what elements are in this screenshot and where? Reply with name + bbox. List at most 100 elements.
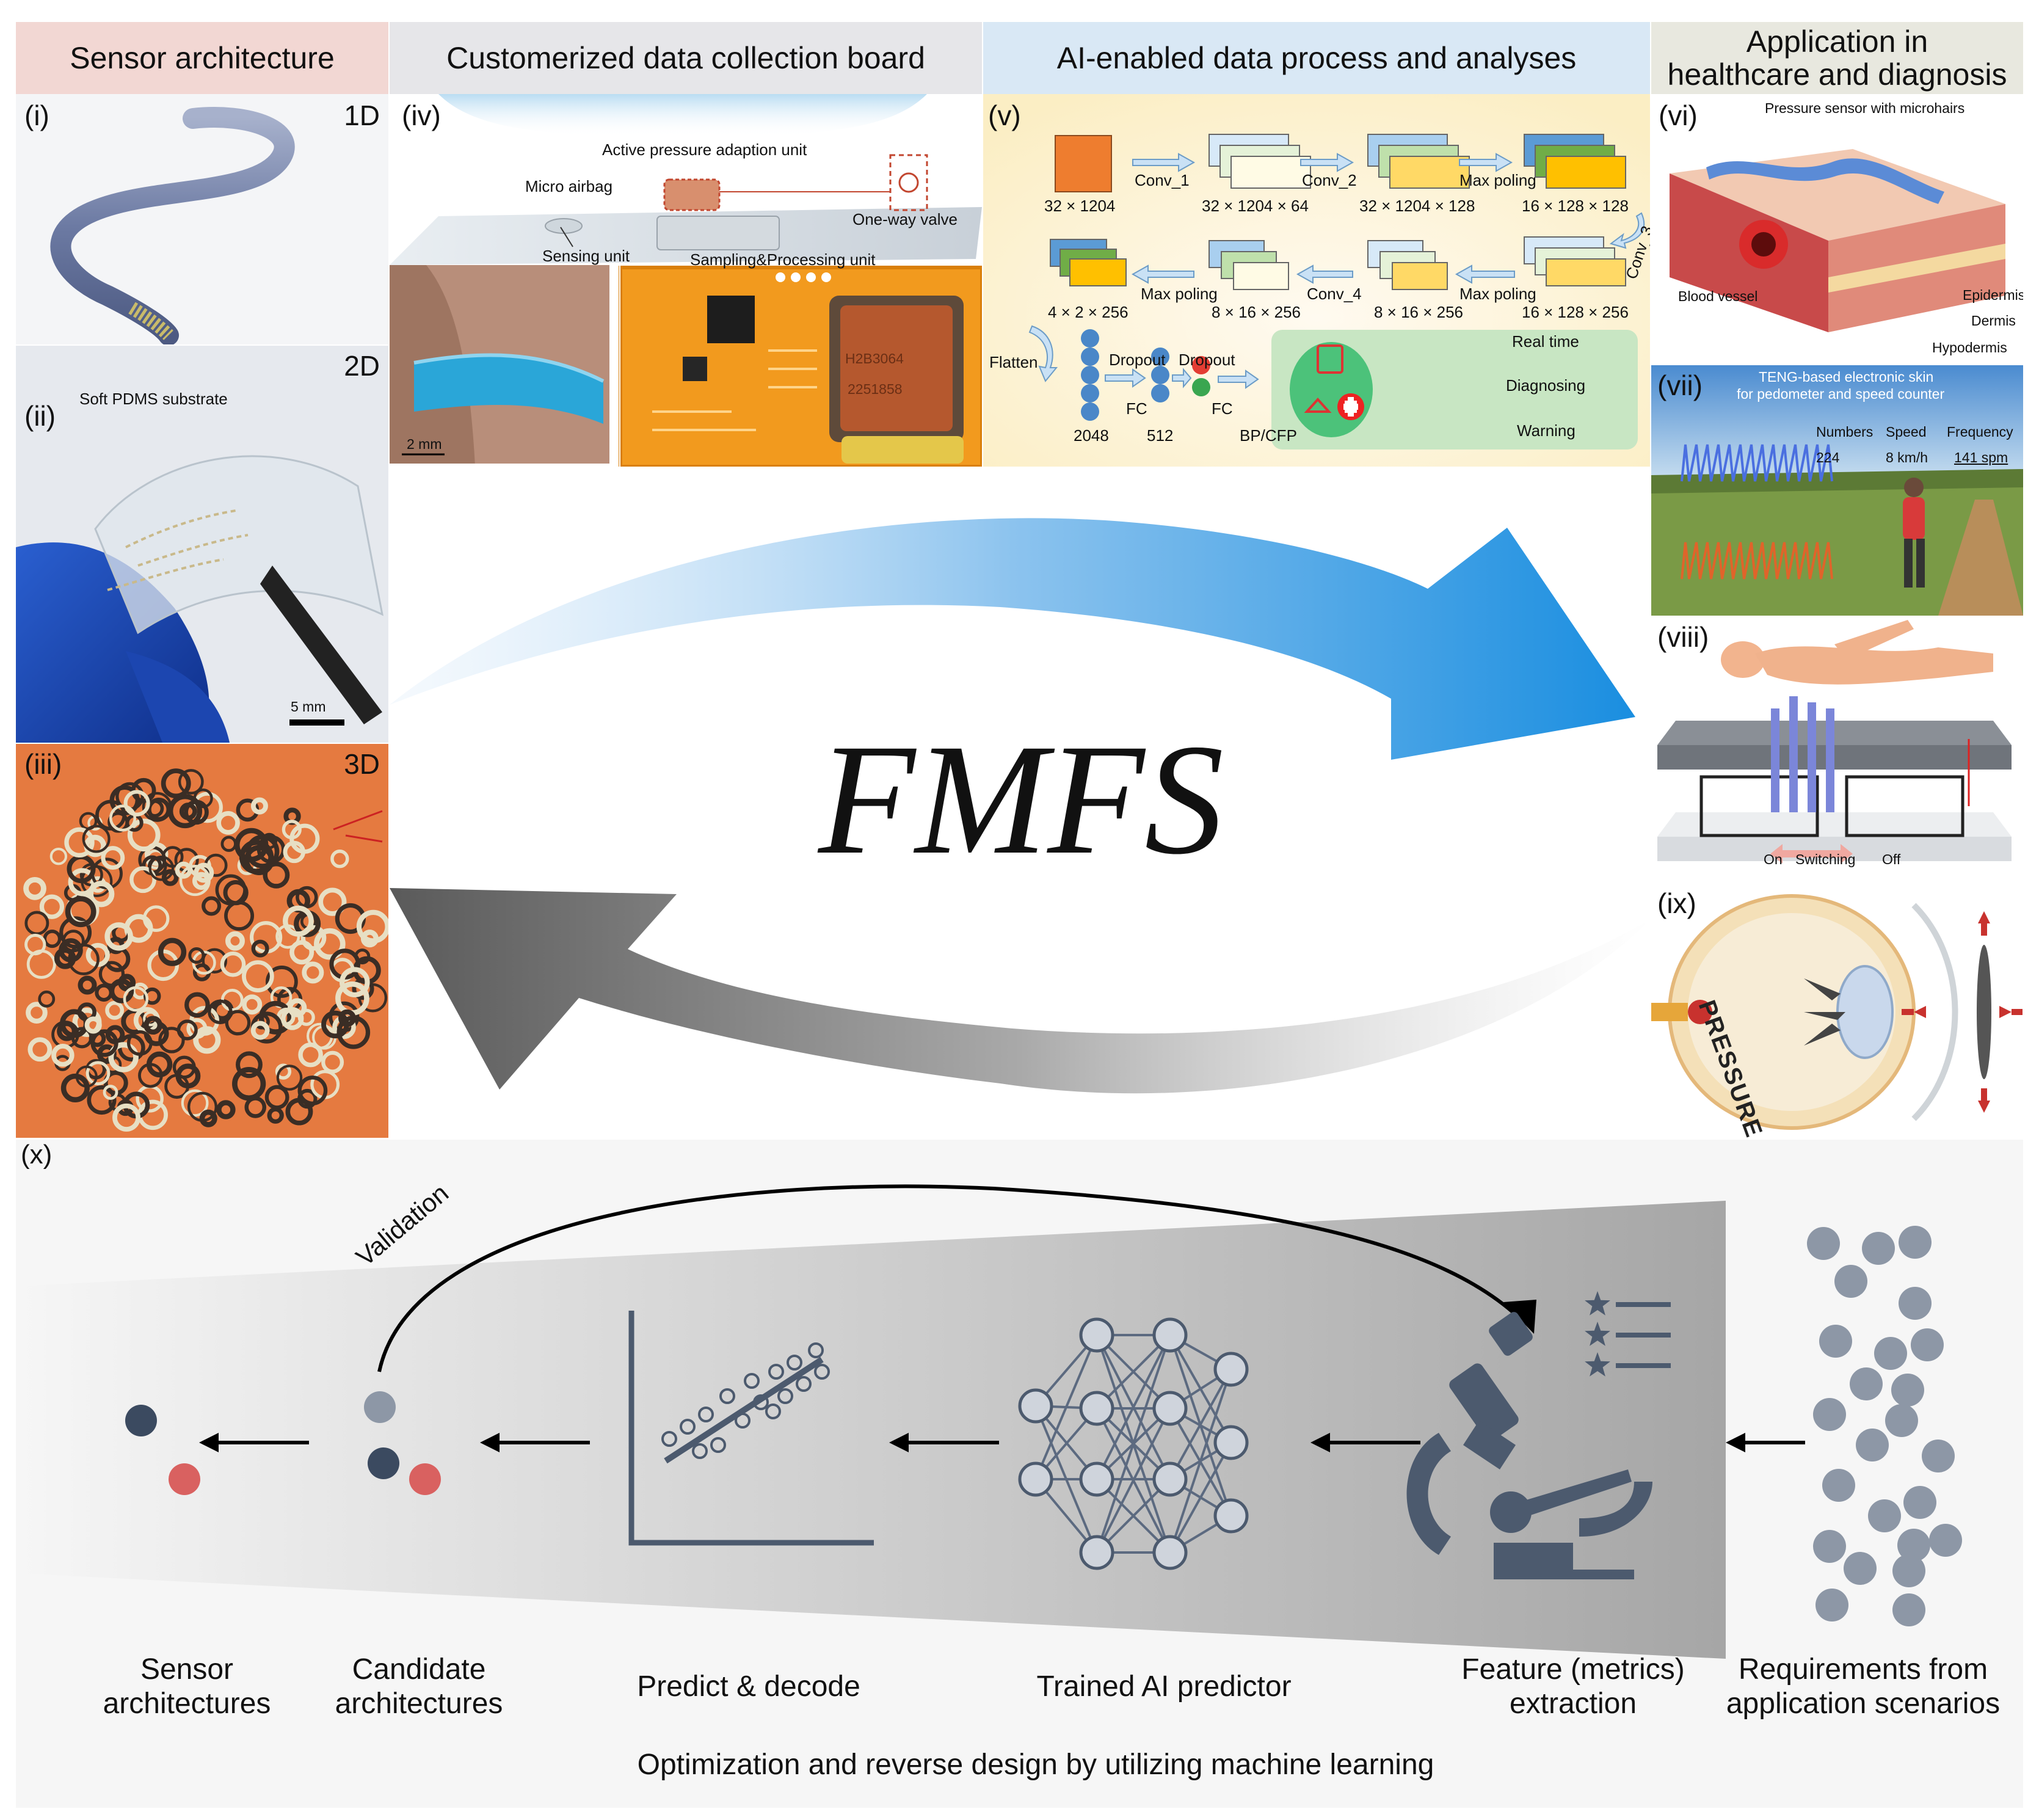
porous-unit (297, 1076, 328, 1105)
ml-caption: Optimization and reverse design by utili… (637, 1749, 1434, 1781)
porous-unit (87, 1085, 117, 1115)
porous-unit (215, 874, 247, 906)
nn-node (1213, 1352, 1249, 1387)
requirement-dot (1850, 1367, 1883, 1400)
fc-label-1: FC (1126, 399, 1147, 418)
porous-unit (192, 872, 211, 890)
porous-unit (225, 1010, 251, 1036)
nn-node (1213, 1425, 1249, 1460)
requirement-dot (1868, 1499, 1901, 1532)
panel-ii-label: (ii) (24, 400, 56, 432)
candidate-architectures-line1: Candidate (352, 1653, 486, 1686)
porous-unit (176, 1019, 198, 1041)
blue-signal-trace (1681, 444, 1833, 482)
requirements-label: Requirements from application scenarios (1707, 1653, 2019, 1720)
blue-cycle-arrow (390, 518, 1635, 760)
porous-unit (54, 947, 76, 969)
porous-unit (302, 961, 324, 984)
porous-unit (216, 811, 240, 835)
porous-unit (360, 930, 379, 948)
dim-label-d: 16 × 128 × 128 (1522, 197, 1629, 215)
porous-unit (104, 922, 133, 951)
sampling-unit-label: Sampling&Processing unit (690, 250, 876, 269)
porous-unit (148, 856, 175, 881)
teng-title-2: for pedometer and speed counter (1737, 386, 1945, 402)
chip-marking-1: H2B3064 (845, 351, 904, 366)
requirement-dot (1856, 1429, 1889, 1461)
warning-label: Warning (1517, 421, 1576, 440)
panel-i-label: (i) (24, 100, 49, 131)
porous-unit (71, 1027, 93, 1049)
micro-airbag-label: Micro airbag (525, 177, 613, 195)
nn-node (1018, 1461, 1053, 1497)
requirement-dot (1822, 1469, 1855, 1502)
porous-unit (263, 861, 290, 889)
porous-unit (105, 1000, 125, 1020)
porous-unit (181, 1089, 209, 1117)
scatter-point (796, 1376, 812, 1392)
porous-unit (158, 1027, 185, 1054)
scatter-point (808, 1342, 824, 1358)
maxpool-label-1: Max poling (1459, 171, 1536, 189)
panel-vi-label: (vi) (1659, 100, 1698, 131)
porous-unit (216, 1100, 236, 1119)
dermis-label: Dermis (1971, 313, 2016, 329)
requirement-dot (1892, 1593, 1925, 1626)
scatter-point (710, 1437, 726, 1453)
nn-connection (1096, 1408, 1171, 1553)
porous-unit (276, 1065, 303, 1091)
requirement-dot (1862, 1232, 1895, 1265)
requirement-dot (1813, 1530, 1846, 1563)
scale-bar-label: 5 mm (291, 699, 326, 715)
porous-unit (242, 994, 263, 1015)
candidate-architectures-label: Candidate architectures (303, 1653, 535, 1720)
porous-unit (175, 861, 192, 879)
porous-unit (161, 869, 179, 886)
requirement-dot (1834, 1265, 1867, 1298)
porous-unit (250, 797, 268, 815)
nn-node (1213, 1498, 1249, 1534)
porous-unit (242, 960, 274, 992)
requirement-dot (1891, 1374, 1924, 1407)
panel-iii-label: (iii) (24, 748, 62, 780)
porous-unit (266, 966, 298, 998)
porous-unit (142, 905, 170, 932)
conv2-label: Conv_2 (1302, 171, 1357, 189)
nn-connection (1096, 1334, 1171, 1480)
porous-unit (321, 1050, 344, 1074)
pdms-film-image (16, 346, 388, 743)
requirement-dot (1899, 1226, 1932, 1259)
nn-node (1079, 1535, 1114, 1570)
porous-unit (112, 1103, 141, 1132)
panel-ii-dim: 2D (344, 350, 380, 382)
porous-unit (75, 1065, 98, 1088)
requirements-line2: application scenarios (1726, 1687, 2001, 1720)
feature-extraction-line1: Feature (metrics) (1461, 1653, 1685, 1686)
panel-pedometer: (vii) TENG-based electronic skin for ped… (1651, 365, 2023, 616)
panel-eye-pressure: (ix) PRESSURE (1651, 887, 2023, 1138)
porous-unit (60, 1073, 90, 1102)
sensing-unit-label: Sensing unit (542, 247, 630, 265)
sensor-architectures-line2: architectures (103, 1687, 271, 1720)
header-sensor-architecture: Sensor architecture (16, 22, 388, 94)
requirement-dot (1815, 1589, 1848, 1622)
porous-unit (127, 818, 161, 852)
porous-unit (225, 931, 245, 951)
porous-unit (27, 1037, 53, 1062)
conv1-label: Conv_1 (1135, 171, 1190, 189)
dim-label-e: 4 × 2 × 256 (1048, 303, 1129, 321)
sensor-architectures-label: Sensor architectures (71, 1653, 303, 1720)
bed-mat-image (1657, 620, 2012, 864)
porous-unit (82, 824, 111, 853)
porous-unit (123, 986, 149, 1012)
porous-unit (239, 839, 274, 875)
porous-unit (64, 827, 95, 858)
requirement-dot (1911, 1328, 1944, 1361)
feature-extraction-label: Feature (metrics) extraction (1439, 1653, 1707, 1720)
nn-connection (1169, 1369, 1232, 1480)
requirement-dot (1844, 1552, 1877, 1585)
header-application: Application in healthcare and diagnosis (1651, 22, 2023, 94)
porous-unit (352, 978, 374, 1000)
predict-decode-label: Predict & decode (637, 1670, 860, 1703)
porous-unit (146, 1051, 173, 1078)
